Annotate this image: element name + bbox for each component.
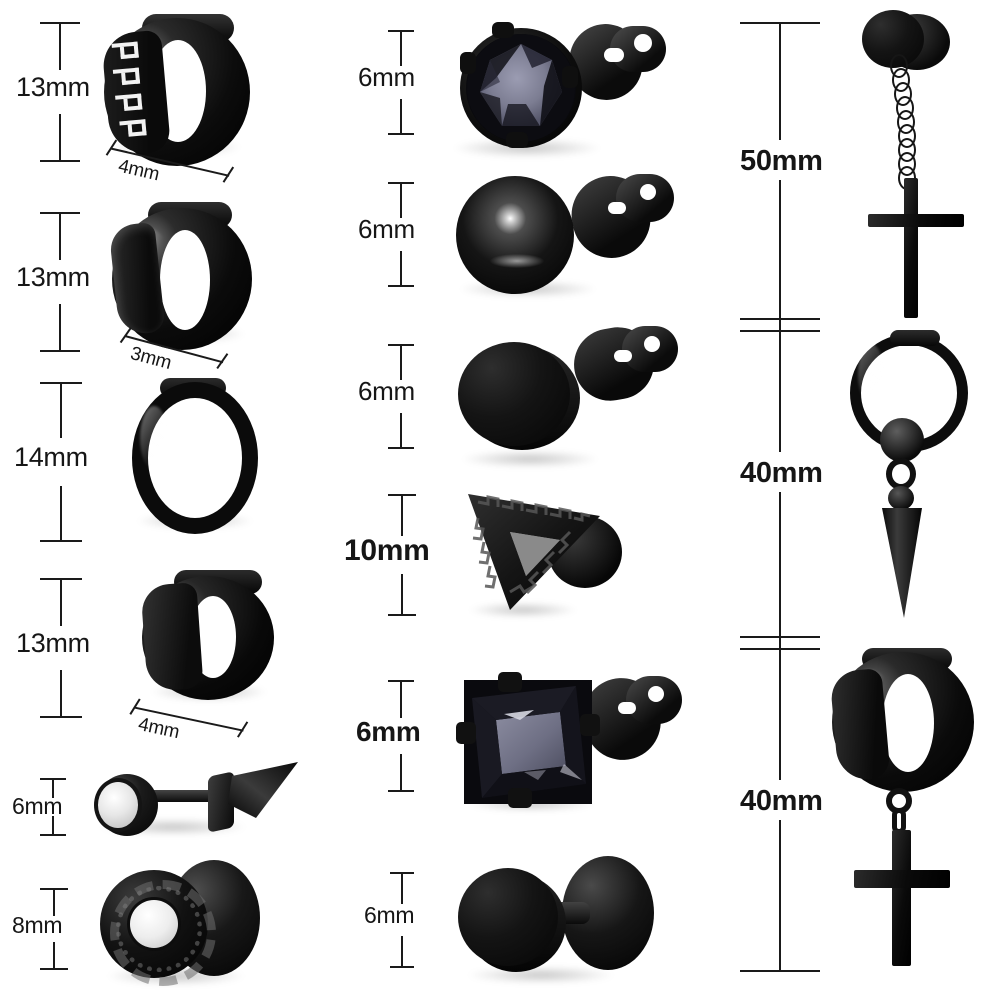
plain-huggie-hoop-earring bbox=[108, 196, 268, 356]
right-ruler-tick-bottom bbox=[740, 970, 820, 972]
right-ruler-tick-1a bbox=[740, 318, 820, 320]
hoop-cross-dangle-earring bbox=[826, 648, 986, 968]
right-column-ruler-stem bbox=[779, 22, 781, 972]
dimension-label-m6-height: 6mm bbox=[364, 902, 415, 928]
ruler-label-gap-2 bbox=[738, 452, 830, 492]
dimension-label-m5-height: 6mm bbox=[356, 716, 421, 747]
right-ruler-tick-2a bbox=[740, 636, 820, 638]
greek-key-triangle-stud-earring bbox=[452, 484, 652, 630]
greek-key-ring-pattern-2 bbox=[116, 886, 202, 972]
dimension-label-l3-height: 14mm bbox=[14, 442, 88, 472]
spike-cone bbox=[878, 502, 926, 620]
butterfly-back bbox=[568, 321, 680, 410]
chain bbox=[888, 54, 918, 190]
dimension-label-l5-height: 6mm bbox=[12, 793, 63, 819]
butterfly-back bbox=[561, 16, 670, 110]
dimension-label-r3-height: 40mm bbox=[740, 785, 823, 817]
flat-round-disc-stud-earring bbox=[448, 321, 680, 476]
square-black-cz-gemstone bbox=[464, 680, 592, 804]
dimension-label-l6-height: 8mm bbox=[12, 912, 63, 938]
dimension-bar-m6 bbox=[390, 872, 414, 968]
dimension-bar-l4 bbox=[40, 578, 82, 718]
greek-key-ring-pattern bbox=[110, 880, 216, 986]
square-princess-cut-black-cz-stud-earring bbox=[452, 666, 682, 818]
dimension-label-m2-height: 6mm bbox=[358, 214, 415, 244]
cross-charm bbox=[868, 178, 964, 318]
disc-face bbox=[458, 342, 570, 446]
dimension-label-l4-height: 13mm bbox=[16, 628, 90, 658]
dimension-label-m4-height: 10mm bbox=[344, 534, 430, 567]
right-ruler-tick-2b bbox=[740, 648, 820, 650]
black-ball-stud-earring bbox=[450, 168, 680, 308]
dimension-bar-m3 bbox=[388, 344, 414, 449]
butterfly-back bbox=[575, 670, 684, 768]
ruler-label-gap-3 bbox=[738, 780, 830, 820]
disc-stud-chain-cross-dangle-earring bbox=[840, 10, 980, 320]
dimension-bar-l3 bbox=[40, 382, 82, 542]
dimension-label-r2-height: 40mm bbox=[740, 457, 823, 489]
ruler-label-gap-1 bbox=[738, 140, 830, 180]
dimension-label-l1-height: 13mm bbox=[16, 72, 90, 102]
thin-round-hoop-earring bbox=[130, 376, 262, 536]
cross-charm bbox=[854, 830, 950, 966]
round-black-cz-stud-earring bbox=[442, 12, 672, 172]
butterfly-back bbox=[564, 168, 678, 266]
dimension-bar-l5 bbox=[40, 778, 66, 836]
cz-spike-taper-stud-earring bbox=[88, 756, 298, 846]
dimension-bar-m5 bbox=[388, 680, 414, 792]
black-cz-gemstone bbox=[466, 34, 576, 142]
plug-front-face bbox=[458, 868, 558, 966]
dimension-label-l2-height: 13mm bbox=[16, 262, 90, 292]
dimension-label-m3-height: 6mm bbox=[358, 376, 415, 406]
dimension-label-r1-height: 50mm bbox=[740, 145, 823, 177]
dimension-bar-l2 bbox=[40, 212, 80, 352]
dimension-bar-l1 bbox=[40, 22, 80, 162]
dimension-bar-m4 bbox=[388, 494, 416, 616]
bead bbox=[880, 418, 924, 462]
greek-key-huggie-hoop-earring bbox=[98, 8, 258, 168]
wide-band-huggie-hoop-earring bbox=[140, 570, 290, 716]
round-barbell-fake-plug-earring bbox=[450, 850, 680, 990]
right-ruler-tick-top bbox=[740, 22, 820, 24]
greek-key-cz-fake-plug-earring bbox=[92, 856, 272, 991]
dimension-bar-l6 bbox=[40, 888, 68, 970]
spike-cone bbox=[226, 760, 300, 822]
dimension-bar-m1 bbox=[388, 30, 414, 135]
hoop-bead-spike-dangle-earring bbox=[828, 330, 978, 634]
right-ruler-tick-1b bbox=[740, 330, 820, 332]
ball-head bbox=[456, 176, 574, 294]
dimension-bar-m2 bbox=[388, 182, 414, 287]
dimension-label-m1-height: 6mm bbox=[358, 62, 415, 92]
